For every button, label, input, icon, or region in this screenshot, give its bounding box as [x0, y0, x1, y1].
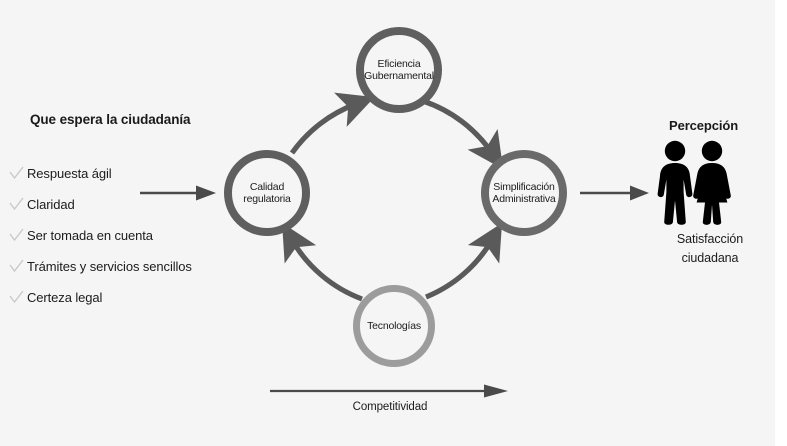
- arc-eficiencia-to-simplificacion: [422, 98, 504, 170]
- list-item: Certeza legal: [8, 282, 218, 313]
- node-label-line1: Simplificación: [493, 180, 555, 193]
- node-simplificacion-administrativa[interactable]: Simplificación Administrativa: [481, 150, 567, 236]
- check-icon: [8, 227, 25, 244]
- list-item: Respuesta ágil: [8, 158, 218, 189]
- list-item-label: Respuesta ágil: [27, 166, 112, 181]
- list-item-label: Ser tomada en cuenta: [27, 228, 153, 243]
- list-item-label: Trámites y servicios sencillos: [27, 259, 192, 274]
- competitividad-arrow: [270, 383, 510, 404]
- right-edge-margin: [775, 0, 787, 446]
- perception-caption: Satisfacción ciudadana: [640, 230, 780, 268]
- node-label-line2: Administrativa: [492, 193, 556, 205]
- node-tecnologias[interactable]: Tecnologías: [353, 285, 435, 367]
- perception-caption-line1: Satisfacción: [676, 232, 744, 246]
- node-label-line2: regulatoria: [243, 193, 291, 205]
- arc-tecnologias-to-calidad: [282, 222, 363, 302]
- list-item-label: Certeza legal: [27, 290, 103, 305]
- expectations-list: Respuesta ágil Claridad Ser tomada en cu…: [8, 158, 218, 313]
- output-flow-arrow: [580, 182, 652, 209]
- list-item: Ser tomada en cuenta: [8, 220, 218, 251]
- expectations-title: Que espera la ciudadanía: [30, 112, 191, 127]
- node-eficiencia-gubernamental[interactable]: Eficiencia Gubernamental: [356, 27, 442, 113]
- node-label-line2: Gubernamental: [364, 70, 434, 82]
- check-icon: [8, 165, 25, 182]
- node-label-line1: Eficiencia: [377, 57, 421, 70]
- list-item-label: Claridad: [27, 197, 75, 212]
- arc-tecnologias-to-simplificacion: [425, 222, 503, 300]
- people-man-woman-icon: [655, 140, 733, 226]
- node-label-line1: Calidad: [249, 180, 285, 193]
- competitividad-label: Competitividad: [352, 401, 428, 413]
- arc-calidad-to-eficiencia: [289, 92, 375, 155]
- input-flow-arrow: [140, 182, 220, 209]
- list-item: Trámites y servicios sencillos: [8, 251, 218, 282]
- node-calidad-regulatoria[interactable]: Calidad regulatoria: [224, 150, 310, 236]
- check-icon: [8, 196, 25, 213]
- check-icon: [8, 289, 25, 306]
- perception-caption-line2: ciudadana: [681, 251, 739, 265]
- list-item: Claridad: [8, 189, 218, 220]
- node-label-line1: Tecnologías: [367, 319, 421, 332]
- check-icon: [8, 258, 25, 275]
- perception-title: Percepción: [669, 118, 739, 133]
